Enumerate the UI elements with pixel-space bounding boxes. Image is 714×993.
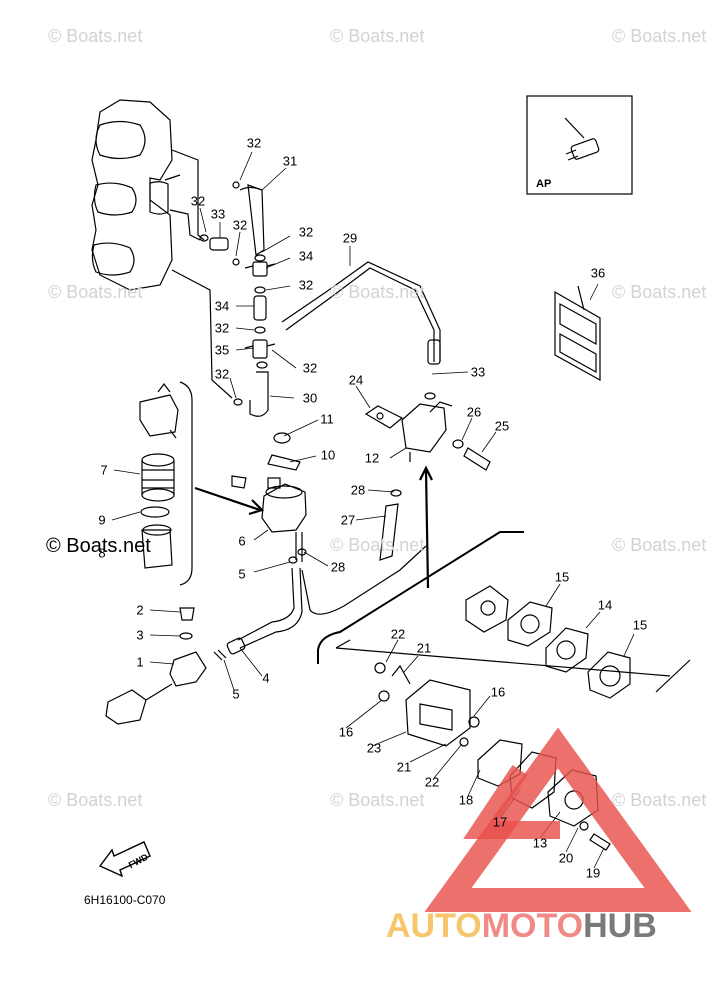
callout-3: 3 xyxy=(136,627,144,643)
brand-part-auto: AUTO xyxy=(386,907,482,945)
callout-32c: 32 xyxy=(232,217,248,233)
ap-label: AP xyxy=(536,178,552,190)
callout-2: 2 xyxy=(136,602,144,618)
watermark-text: © Boats.net xyxy=(612,535,707,555)
callout-17: 17 xyxy=(492,814,508,830)
callout-29: 29 xyxy=(342,230,358,246)
callout-5: 5 xyxy=(238,566,246,582)
watermark-text: © Boats.net xyxy=(612,282,707,302)
diagram-code: 6H16100-C070 xyxy=(84,893,166,907)
callout-16b: 16 xyxy=(338,724,354,740)
callout-34: 34 xyxy=(298,248,314,264)
callout-7: 7 xyxy=(100,462,108,478)
callout-32i: 33 xyxy=(470,364,486,380)
callout-33: 33 xyxy=(210,206,226,222)
callout-32d: 32 xyxy=(298,224,314,240)
watermark-text: © Boats.net xyxy=(48,790,143,810)
watermark-text: © Boats.net xyxy=(330,535,425,555)
callout-32e: 32 xyxy=(298,277,314,293)
callout-10: 10 xyxy=(320,447,336,463)
watermark-text: © Boats.net xyxy=(612,790,707,810)
watermark-text: © Boats.net xyxy=(330,790,425,810)
callout-26: 26 xyxy=(466,404,482,420)
brand-wordmark: AUTOMOTOHUB xyxy=(386,907,657,946)
brand-part-hub: HUB xyxy=(583,907,657,945)
callout-28: 28 xyxy=(350,482,366,498)
callout-18: 18 xyxy=(458,792,474,808)
callout-15b: 15 xyxy=(632,617,648,633)
callout-20: 20 xyxy=(558,850,574,866)
callout-24: 24 xyxy=(348,372,364,388)
watermark-text: © Boats.net xyxy=(330,282,425,302)
engine-block-illustration xyxy=(91,99,233,399)
callout-32h: 32 xyxy=(214,366,230,382)
callout-4: 4 xyxy=(262,670,270,686)
callout-27: 27 xyxy=(340,512,356,528)
callout-13: 13 xyxy=(532,835,548,851)
watermark-text: © Boats.net xyxy=(48,282,143,302)
callout-35: 36 xyxy=(590,265,606,281)
callout-8: 8 xyxy=(98,545,106,561)
callout-16: 16 xyxy=(490,684,506,700)
callout-32b: 32 xyxy=(190,193,206,209)
callout-19: 19 xyxy=(585,865,601,881)
callout-31: 31 xyxy=(282,153,298,169)
callout-11: 11 xyxy=(320,411,334,427)
callout-22: 22 xyxy=(390,626,406,642)
brand-part-moto: MOTO xyxy=(481,907,584,945)
callout-12: 12 xyxy=(364,450,380,466)
watermark-text: © Boats.net xyxy=(46,535,151,557)
watermark-text: © Boats.net xyxy=(48,26,143,46)
watermark-text: © Boats.net xyxy=(612,26,707,46)
callout-22b: 22 xyxy=(424,774,440,790)
callout-34b: 35 xyxy=(214,342,230,358)
callout-25: 25 xyxy=(494,418,510,434)
callout-28b: 28 xyxy=(330,559,346,575)
callout-30: 30 xyxy=(302,390,318,406)
callout-21b: 21 xyxy=(396,759,412,775)
callout-5b: 5 xyxy=(232,686,240,702)
callout-6: 6 xyxy=(238,533,246,549)
callout-21: 21 xyxy=(416,640,432,656)
watermark-text: © Boats.net xyxy=(330,26,425,46)
callout-32: 32 xyxy=(246,135,262,151)
callout-33b: 34 xyxy=(214,298,230,314)
callout-9: 9 xyxy=(98,512,106,528)
callout-32f: 32 xyxy=(214,320,230,336)
callout-23: 23 xyxy=(366,740,382,756)
callout-1: 1 xyxy=(136,654,144,670)
callout-14: 14 xyxy=(597,597,613,613)
callout-15: 15 xyxy=(554,569,570,585)
callout-32g: 32 xyxy=(302,360,318,376)
